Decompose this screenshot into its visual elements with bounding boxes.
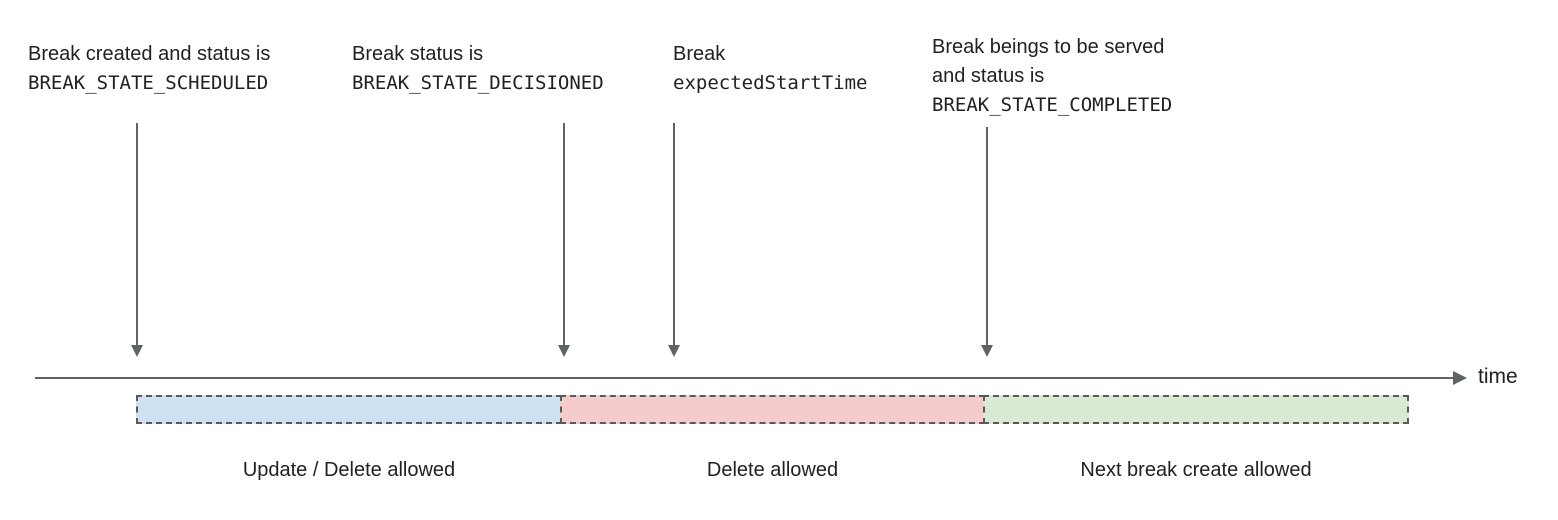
- annotation-code: BREAK_STATE_DECISIONED: [352, 72, 604, 94]
- annotation-code: BREAK_STATE_SCHEDULED: [28, 72, 269, 94]
- annotation-text: Break beings to be served: [932, 36, 1165, 58]
- time-axis-line: [35, 377, 1455, 379]
- down-arrow-icon: [668, 123, 680, 357]
- annotation-break-completed: Break beings to be served and status is …: [932, 33, 1172, 120]
- annotation-expected-start-time: Break expectedStartTime: [673, 40, 867, 98]
- segment-caption: Next break create allowed: [1080, 459, 1312, 481]
- segment-caption: Update / Delete allowed: [242, 459, 456, 481]
- annotation-break-created: Break created and status is BREAK_STATE_…: [28, 40, 270, 98]
- annotation-break-decisioned: Break status is BREAK_STATE_DECISIONED: [352, 40, 604, 98]
- annotation-text: Break: [673, 43, 726, 65]
- segment-next-break-create-allowed: [983, 395, 1409, 424]
- time-axis-label: time: [1478, 365, 1518, 388]
- annotation-text: Break created and status is: [28, 43, 271, 65]
- right-arrow-icon: [1453, 371, 1467, 385]
- down-arrow-icon: [558, 123, 570, 357]
- segment-delete-allowed: [560, 395, 985, 424]
- down-arrow-icon: [981, 127, 993, 357]
- annotation-text: Break status is: [352, 43, 484, 65]
- down-arrow-icon: [131, 123, 143, 357]
- annotation-code: expectedStartTime: [673, 72, 868, 94]
- annotation-text: and status is: [932, 65, 1045, 87]
- segment-caption: Delete allowed: [706, 459, 839, 481]
- annotation-code: BREAK_STATE_COMPLETED: [932, 94, 1173, 116]
- segment-update-delete-allowed: [136, 395, 562, 424]
